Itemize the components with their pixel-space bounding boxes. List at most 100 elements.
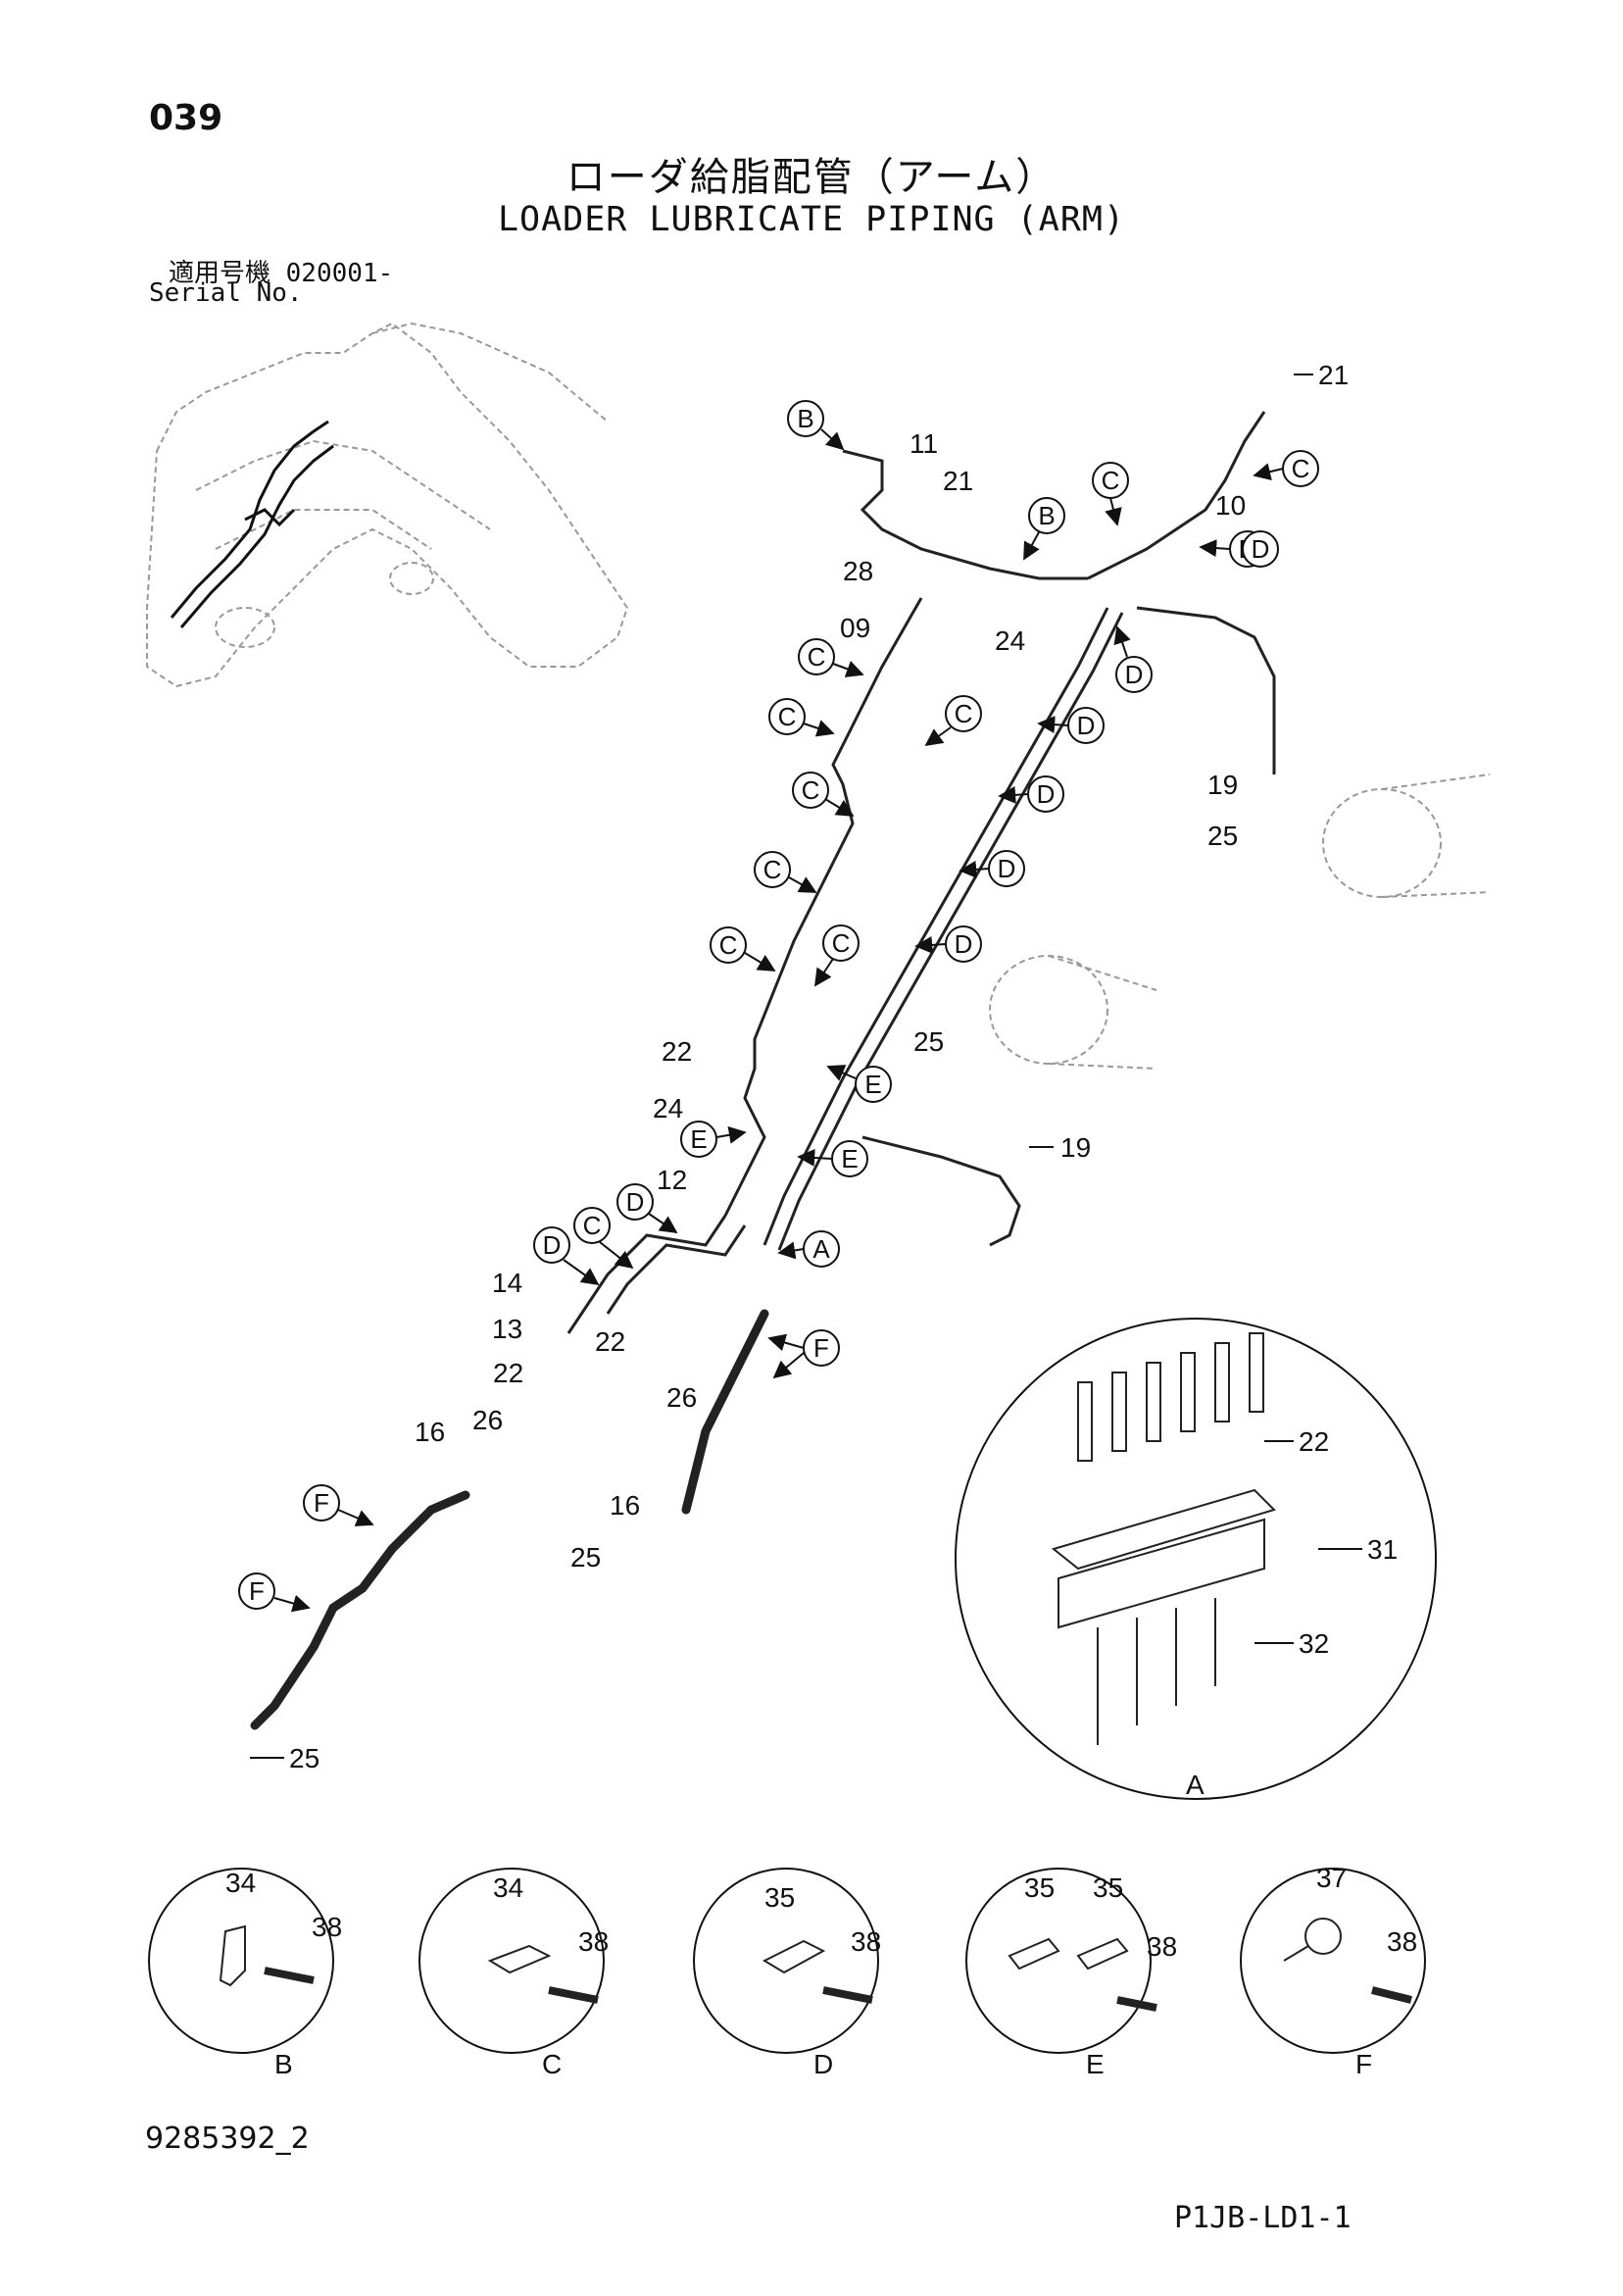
svg-text:C: C bbox=[1102, 466, 1120, 495]
grease-hoses bbox=[250, 1309, 769, 1730]
callout-d-11: D bbox=[533, 1226, 600, 1286]
svg-text:D: D bbox=[1125, 660, 1144, 689]
callout-d-10: D bbox=[616, 1183, 678, 1234]
page-title-japanese: ローダ給脂配管（アーム） bbox=[566, 155, 1057, 200]
svg-text:C: C bbox=[808, 642, 826, 672]
svg-text:C: C bbox=[832, 928, 851, 958]
callout-b-top: B bbox=[787, 400, 845, 451]
detail-a-grease-block: 22 31 32 A bbox=[955, 1318, 1437, 1800]
document-number: 9285392_2 bbox=[145, 2121, 310, 2156]
part-number-38: 38 bbox=[1387, 1926, 1417, 1957]
part-number-16: 16 bbox=[415, 1417, 445, 1447]
part-number-19: 19 bbox=[1060, 1132, 1091, 1163]
svg-text:C: C bbox=[583, 1211, 602, 1240]
part-number-34: 34 bbox=[225, 1868, 256, 1898]
callout-f-3: F bbox=[238, 1572, 311, 1613]
main-part-numbers: 21 11 21 28 09 24 10 22 24 12 14 13 22 2… bbox=[250, 360, 1349, 1773]
svg-text:F: F bbox=[314, 1488, 329, 1518]
detail-e-clamp: 35 35 38 E bbox=[965, 1868, 1177, 2079]
callout-c-2: C bbox=[1253, 450, 1319, 487]
detail-label-e: E bbox=[1086, 2049, 1105, 2079]
svg-text:D: D bbox=[998, 854, 1016, 883]
svg-text:C: C bbox=[719, 930, 738, 960]
part-number-21: 21 bbox=[943, 466, 973, 496]
overview-lube-line-highlight bbox=[170, 420, 334, 628]
callout-c-9: C bbox=[814, 924, 860, 987]
callout-b-mid: B bbox=[1023, 497, 1065, 561]
part-number-25: 25 bbox=[1207, 821, 1238, 851]
callout-f-2: F bbox=[303, 1484, 374, 1526]
svg-text:F: F bbox=[249, 1576, 265, 1606]
svg-text:D: D bbox=[626, 1187, 645, 1217]
callout-d-3: D bbox=[1037, 707, 1105, 744]
loader-overview-sketch bbox=[146, 322, 629, 688]
part-number-24: 24 bbox=[995, 625, 1025, 656]
part-number-38: 38 bbox=[312, 1912, 342, 1942]
part-number-38: 38 bbox=[1147, 1931, 1177, 1962]
part-number-31: 31 bbox=[1367, 1534, 1398, 1565]
svg-text:E: E bbox=[841, 1144, 858, 1173]
detail-f-clamp: 37 38 F bbox=[1240, 1863, 1426, 2079]
part-number-14: 14 bbox=[492, 1268, 522, 1298]
detail-b-clamp: 34 38 B bbox=[148, 1868, 342, 2079]
callout-c-3: C bbox=[798, 638, 864, 677]
svg-text:D: D bbox=[543, 1230, 562, 1260]
cylinder-outlines bbox=[989, 774, 1491, 1070]
part-number-26: 26 bbox=[666, 1382, 697, 1413]
callout-f-1: F bbox=[767, 1329, 840, 1379]
svg-text:B: B bbox=[797, 404, 813, 433]
page-title-english: LOADER LUBRICATE PIPING (ARM) bbox=[497, 200, 1126, 239]
svg-text:D: D bbox=[955, 929, 973, 959]
callout-e-3: E bbox=[797, 1140, 868, 1177]
serial-applicability-japanese: 適用号機 020001- bbox=[169, 259, 394, 288]
detail-label-c: C bbox=[542, 2049, 562, 2079]
svg-text:D: D bbox=[1037, 779, 1056, 809]
callout-c-8: C bbox=[710, 926, 776, 972]
part-number-09: 09 bbox=[840, 613, 870, 643]
svg-text:D: D bbox=[1252, 534, 1270, 564]
part-number-10: 10 bbox=[1215, 490, 1246, 521]
detail-c-clamp: 34 38 C bbox=[418, 1868, 609, 2079]
svg-text:C: C bbox=[763, 855, 782, 884]
part-number-25: 25 bbox=[913, 1026, 944, 1057]
detail-d-clamp: 35 38 D bbox=[693, 1868, 881, 2079]
svg-text:C: C bbox=[955, 699, 973, 728]
svg-text:C: C bbox=[802, 775, 820, 805]
svg-text:E: E bbox=[690, 1124, 707, 1154]
svg-text:C: C bbox=[778, 702, 797, 731]
part-number-22: 22 bbox=[662, 1036, 692, 1067]
svg-text:B: B bbox=[1038, 501, 1055, 530]
part-number-32: 32 bbox=[1299, 1628, 1329, 1659]
part-number-13: 13 bbox=[492, 1314, 522, 1344]
part-number-38: 38 bbox=[851, 1926, 881, 1957]
part-number-37: 37 bbox=[1316, 1863, 1347, 1893]
part-number-16: 16 bbox=[610, 1490, 640, 1521]
svg-text:E: E bbox=[864, 1070, 881, 1099]
part-number-25: 25 bbox=[289, 1743, 320, 1773]
part-number-25: 25 bbox=[570, 1542, 601, 1572]
svg-text:A: A bbox=[812, 1234, 830, 1264]
part-number-28: 28 bbox=[843, 556, 873, 586]
svg-text:C: C bbox=[1292, 454, 1310, 483]
part-number-19: 19 bbox=[1207, 770, 1238, 800]
callout-e-2: E bbox=[680, 1121, 747, 1158]
svg-text:D: D bbox=[1077, 711, 1096, 740]
part-number-34: 34 bbox=[493, 1872, 523, 1903]
callout-d-5: D bbox=[959, 850, 1025, 887]
part-number-24: 24 bbox=[653, 1093, 683, 1123]
svg-text:F: F bbox=[813, 1333, 829, 1363]
part-number-22: 22 bbox=[595, 1326, 625, 1357]
detail-label-b: B bbox=[274, 2049, 293, 2079]
callout-a: A bbox=[777, 1230, 840, 1268]
detail-label-f: F bbox=[1355, 2049, 1372, 2079]
callout-d-2: D bbox=[1113, 625, 1153, 693]
callout-c-7: C bbox=[754, 851, 817, 893]
part-number-22: 22 bbox=[493, 1358, 523, 1388]
part-number-12: 12 bbox=[657, 1165, 687, 1195]
callout-c-1: C bbox=[1092, 462, 1129, 526]
part-number-35: 35 bbox=[764, 1882, 795, 1913]
serial-applicability-english: Serial No. bbox=[149, 278, 303, 308]
callout-d-6: D bbox=[914, 925, 982, 963]
detail-label-d: D bbox=[813, 2049, 833, 2079]
